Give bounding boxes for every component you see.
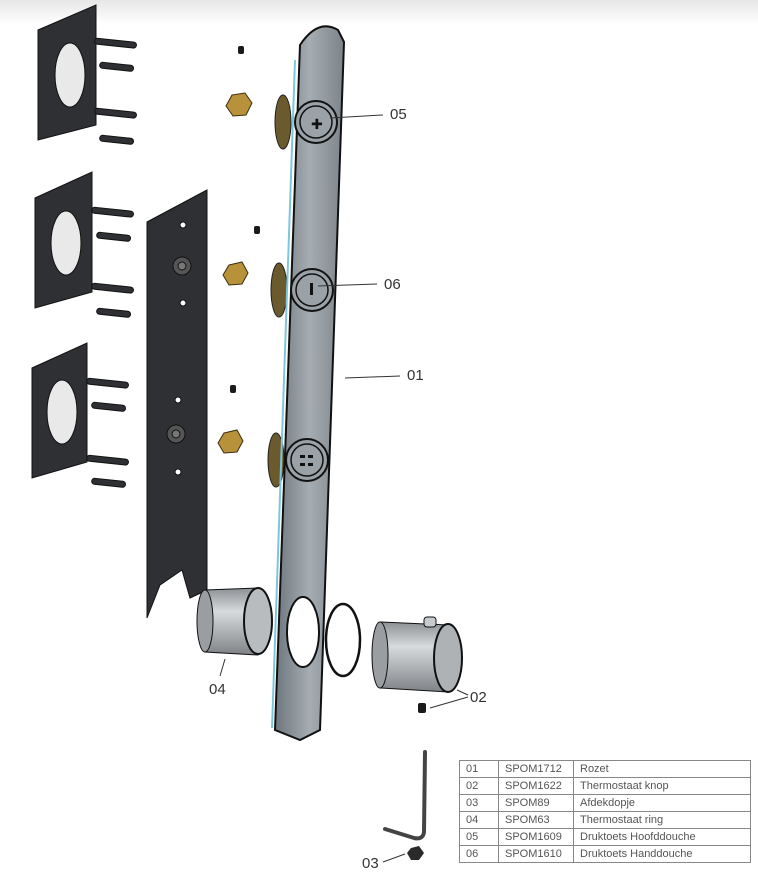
- callout-05: 05: [390, 106, 407, 123]
- o-ring: [324, 602, 362, 678]
- part-code: SPOM1622: [498, 777, 574, 795]
- part-number: 02: [459, 777, 499, 795]
- part-number: 05: [459, 828, 499, 846]
- part-code: SPOM1610: [498, 845, 574, 863]
- callout-06: 06: [384, 276, 401, 293]
- parts-table: 01 SPOM1712 Rozet 02 SPOM1622 Thermostaa…: [459, 760, 751, 863]
- hex-key: [383, 750, 427, 841]
- callout-04: 04: [209, 681, 226, 698]
- callout-02: 02: [470, 689, 487, 706]
- leader-lines: [219, 114, 469, 863]
- back-plate: [146, 189, 208, 619]
- part-code: SPOM89: [498, 794, 574, 812]
- table-row: 03 SPOM89 Afdekdopje: [459, 794, 751, 812]
- svg-text:✚: ✚: [311, 116, 323, 132]
- part-name: Afdekdopje: [573, 794, 751, 812]
- part-number: 01: [459, 760, 499, 778]
- mounting-bracket-top: [37, 4, 137, 145]
- part-number: 03: [459, 794, 499, 812]
- part-name: Thermostaat knop: [573, 777, 751, 795]
- table-row: 02 SPOM1622 Thermostaat knop: [459, 777, 751, 795]
- rozet-plate: ✚: [271, 25, 346, 742]
- part-name: Druktoets Hoofddouche: [573, 828, 751, 846]
- small-cap: [418, 703, 426, 713]
- table-row: 04 SPOM63 Thermostaat ring: [459, 811, 751, 829]
- part-number: 06: [459, 845, 499, 863]
- top-fade: [0, 0, 758, 24]
- callout-03: 03: [362, 855, 379, 872]
- table-row: 01 SPOM1712 Rozet: [459, 760, 751, 778]
- part-name: Thermostaat ring: [573, 811, 751, 829]
- small-plugs: [230, 46, 260, 393]
- part-code: SPOM63: [498, 811, 574, 829]
- part-code: SPOM1609: [498, 828, 574, 846]
- part-code: SPOM1712: [498, 760, 574, 778]
- part-name: Druktoets Handdouche: [573, 845, 751, 863]
- mounting-bracket-bottom: [31, 342, 129, 488]
- part-name: Rozet: [573, 760, 751, 778]
- thermostat-knob-part: [371, 616, 463, 693]
- callout-01: 01: [407, 367, 424, 384]
- table-row: 06 SPOM1610 Druktoets Handdouche: [459, 845, 751, 863]
- afdekdopje: [407, 846, 424, 860]
- brass-nuts: [217, 92, 253, 454]
- mounting-bracket-middle: [34, 171, 134, 318]
- thermostat-ring-part: [196, 587, 273, 656]
- table-row: 05 SPOM1609 Druktoets Hoofddouche: [459, 828, 751, 846]
- part-number: 04: [459, 811, 499, 829]
